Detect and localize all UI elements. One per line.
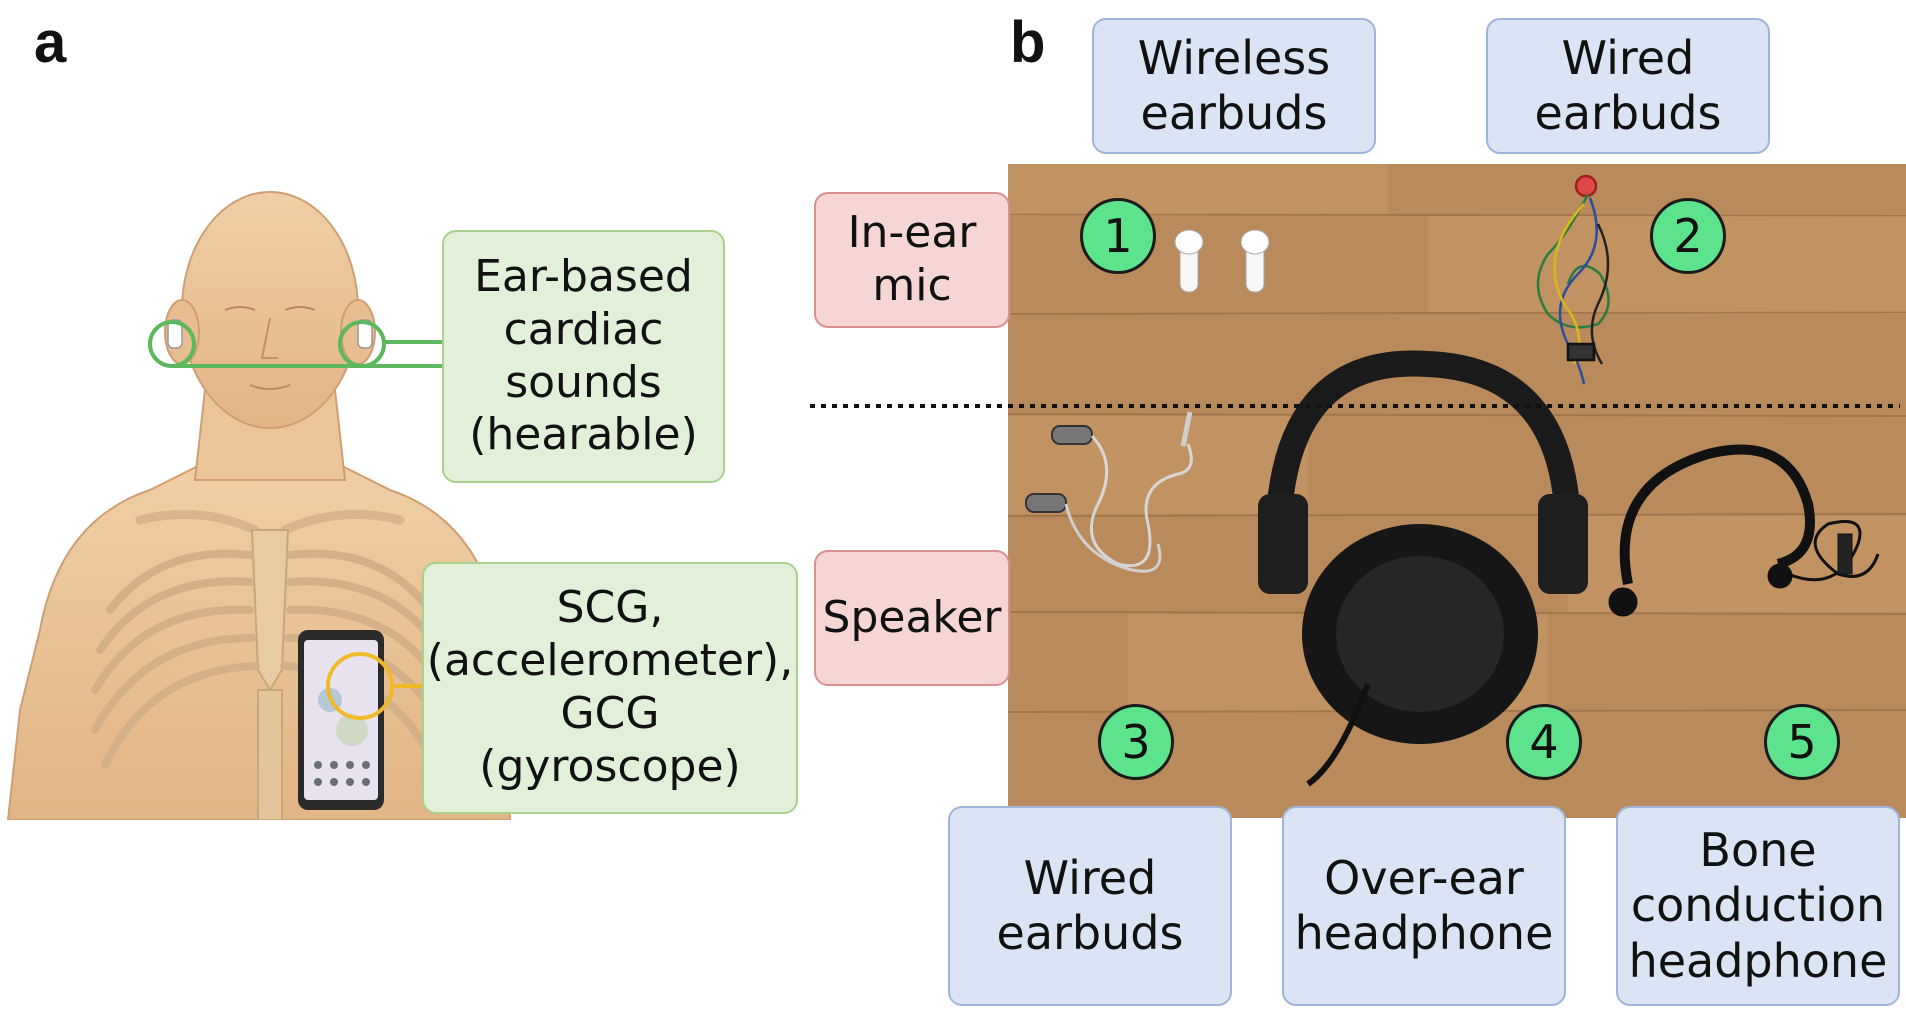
- wired-earbuds-top-label: Wired earbuds: [1486, 18, 1770, 154]
- headphones-photo: [1008, 164, 1906, 818]
- ear-cardiac-sounds-label: Ear-based cardiac sounds (hearable): [442, 230, 725, 483]
- device-number-4: 4: [1506, 704, 1582, 780]
- wireless-earbuds-image: [1174, 229, 1270, 293]
- device-number-1: 1: [1080, 198, 1156, 274]
- over-ear-headphone-label: Over-ear headphone: [1282, 806, 1566, 1006]
- speaker-label: Speaker: [814, 550, 1010, 686]
- wireless-earbuds-label: Wireless earbuds: [1092, 18, 1376, 154]
- wired-in-ear-mic-image: [1536, 174, 1610, 385]
- device-number-2: 2: [1650, 198, 1726, 274]
- left-ear-highlight-circle: [148, 320, 196, 368]
- phone-highlight-circle: [326, 652, 394, 720]
- in-ear-mic-label: In-ear mic: [814, 192, 1010, 328]
- device-number-5: 5: [1764, 704, 1840, 780]
- right-ear-highlight-circle: [338, 320, 386, 368]
- over-ear-headphone-image: [1258, 350, 1588, 787]
- bone-conduction-headphone-image: [1608, 444, 1880, 617]
- bone-conduction-headphone-label: Bone conduction headphone: [1616, 806, 1900, 1006]
- device-number-3: 3: [1098, 704, 1174, 780]
- panel-label-a: a: [34, 10, 67, 75]
- scg-gcg-label: SCG, (accelerometer), GCG (gyroscope): [422, 562, 798, 814]
- wired-earbuds-bottom-label: Wired earbuds: [948, 806, 1232, 1006]
- wired-earbuds-image: [1025, 411, 1193, 573]
- panel-label-b: b: [1010, 10, 1046, 75]
